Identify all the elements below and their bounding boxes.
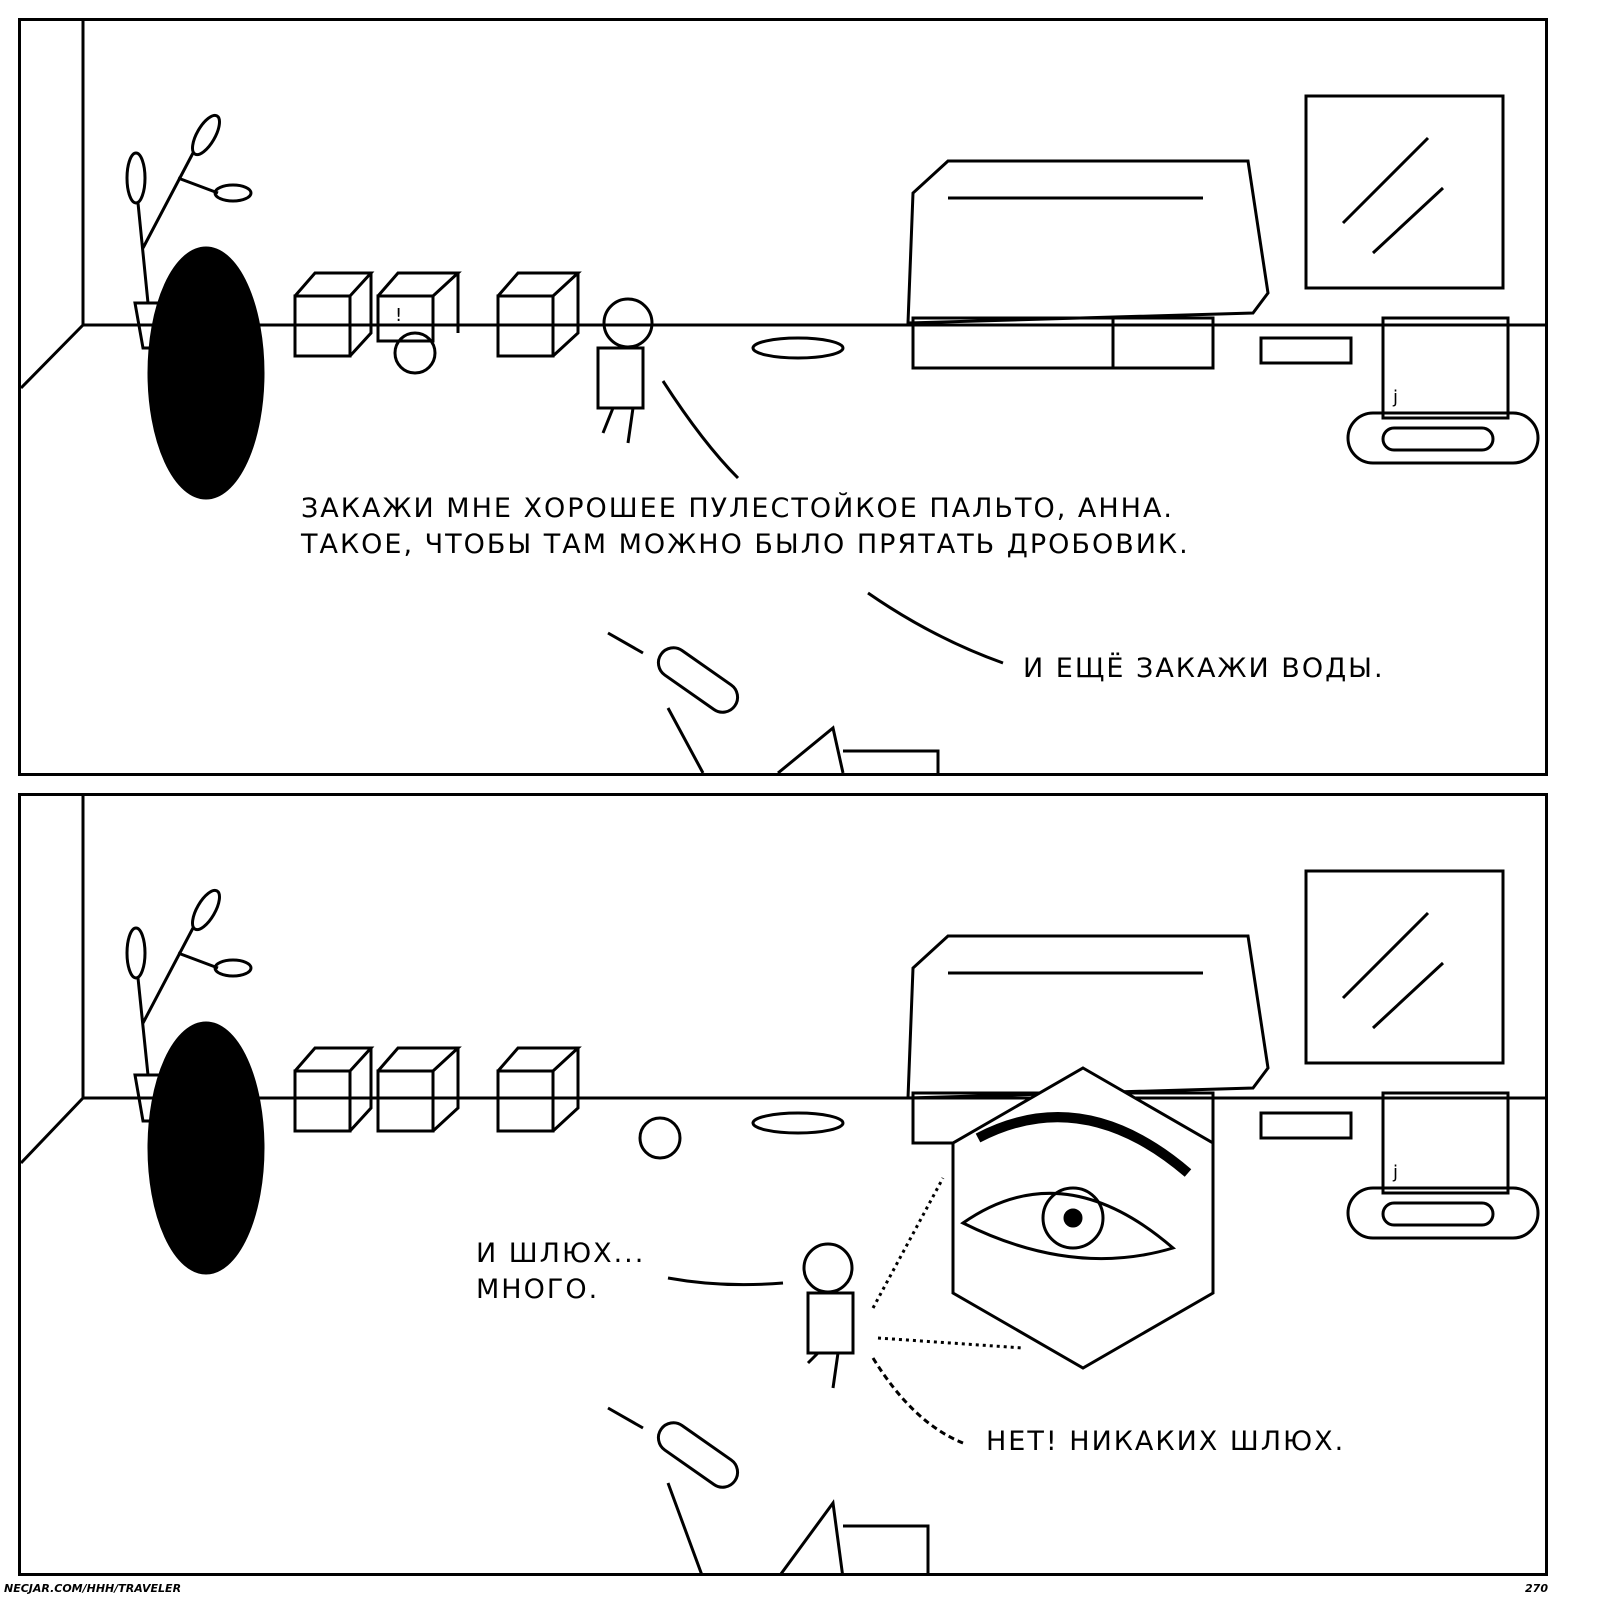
speech-text: И ШЛЮХ... МНОГО. [476,1236,645,1308]
dotted-link [871,1177,1024,1350]
speech-line: ЗАКАЖИ МНЕ ХОРОШЕЕ ПУЛЕСТОЙКОЕ ПАЛЬТО, А… [301,493,1174,524]
black-portal [147,1021,265,1275]
speech-line: ТАКОЕ, ЧТОБЫ ТАМ МОЖНО БЫЛО ПРЯТАТЬ ДРОБ… [301,529,1190,560]
speech-line: МНОГО. [476,1274,600,1305]
box [376,294,435,343]
box-mark: ! [395,305,402,326]
speech-line: И ШЛЮХ... [476,1238,646,1269]
black-portal [147,246,265,500]
stick-man [802,1242,855,1389]
speech-tail [867,591,1004,665]
room-scene: j [21,796,1545,1573]
plate [751,336,845,360]
speech-tail [661,380,740,480]
window [1304,94,1505,290]
robot-arm [607,631,940,773]
ball [393,331,437,375]
box [293,1069,352,1133]
stick-man [596,297,654,444]
anna-eye-hologram [951,1066,1215,1370]
comic-panel-1: ! j ЗАКАЖИ МНЕ ХОРОШЕЕ ПУЛЕСТОЙКОЕ ПАЛЬТ… [18,18,1548,776]
speech-tail [667,1276,784,1287]
speech-text: И ЕЩЁ ЗАКАЖИ ВОДЫ. [1023,653,1385,684]
covered-table [906,159,1270,370]
window [1304,869,1505,1065]
room-scene: ! j [21,21,1545,773]
box [293,294,352,358]
robot-mark: j [1392,387,1398,408]
footer-url[interactable]: NECJAR.COM/HHH/TRAVELER [4,1582,182,1595]
box [376,1069,435,1133]
speech-text: НЕТ! НИКАКИХ ШЛЮХ. [986,1426,1346,1457]
speech-tail [871,1357,964,1445]
robot-mark: j [1392,1162,1398,1183]
speech-text: ЗАКАЖИ МНЕ ХОРОШЕЕ ПУЛЕСТОЙКОЕ ПАЛЬТО, А… [301,491,1190,563]
page-number: 270 [1525,1582,1548,1595]
plant-icon [125,888,253,1123]
robot [1259,1091,1540,1240]
robot [1259,316,1540,465]
box [496,1069,555,1133]
box [496,294,555,358]
robot-arm [607,1406,930,1573]
plate [751,1111,845,1135]
comic-panel-2: j И ШЛЮХ... МНОГО. НЕТ! НИКАКИХ ШЛЮХ. [18,793,1548,1576]
plant-icon [125,113,253,350]
ball [638,1116,682,1160]
